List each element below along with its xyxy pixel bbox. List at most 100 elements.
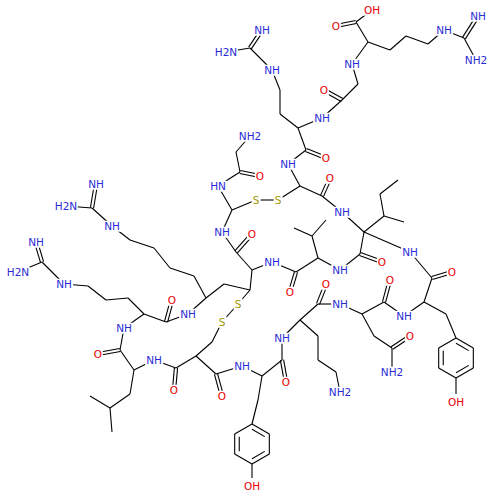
bond-line	[252, 454, 269, 464]
bond-line	[374, 336, 392, 348]
bond-line	[235, 454, 252, 464]
atom-label: O	[169, 385, 179, 396]
bond-line	[170, 268, 194, 276]
atom-label: OH	[243, 481, 261, 492]
atom-label: NH2	[380, 367, 404, 378]
bond-line	[110, 408, 112, 432]
atom-label: NH	[233, 361, 251, 372]
atom-label: NH2	[238, 131, 262, 142]
atom-label: NH	[331, 299, 349, 310]
bond-line	[298, 128, 306, 150]
atom-label: NH	[87, 179, 105, 190]
bond-line	[300, 186, 322, 196]
bond-line	[252, 424, 269, 434]
bond-line	[342, 84, 358, 100]
bond-line	[236, 252, 252, 270]
atom-label: O	[319, 85, 329, 96]
atom-label: NH	[313, 113, 331, 124]
atom-label: S	[218, 317, 227, 328]
atom-label: NH	[27, 237, 45, 248]
atom-label: S	[274, 195, 283, 206]
bond-line	[250, 270, 252, 290]
atom-label: O	[447, 267, 457, 278]
bond-line	[406, 36, 428, 44]
bond-line	[224, 284, 250, 290]
bond-line	[424, 278, 432, 302]
bond-line	[194, 276, 206, 298]
bond-line	[269, 434, 270, 454]
atom-label: NH	[115, 323, 133, 334]
atom-label: O	[281, 377, 291, 388]
bond-line	[279, 90, 280, 114]
bond-line	[120, 350, 134, 370]
atom-label: O	[321, 153, 331, 164]
bond-line	[473, 348, 474, 368]
bond-line	[456, 338, 473, 348]
bond-line	[196, 342, 212, 356]
bond-line	[439, 338, 456, 348]
bond-line	[106, 298, 128, 300]
bond-line	[384, 216, 404, 222]
bond-line	[364, 216, 384, 232]
bond-line	[300, 320, 318, 336]
atom-label: NH	[253, 25, 271, 36]
atom-label: H2N	[6, 267, 30, 278]
atom-label: O	[321, 279, 331, 290]
atom-label: NH	[469, 11, 487, 22]
bond-line	[144, 314, 166, 322]
bond-line	[300, 304, 318, 320]
atom-label: O	[167, 295, 177, 306]
atom-label: OH	[363, 5, 381, 16]
bond-line	[236, 152, 240, 172]
bond-line	[424, 302, 446, 314]
bond-line	[88, 286, 106, 300]
bond-line	[252, 400, 258, 424]
atom-label: NH	[395, 311, 413, 322]
atom-label: NH	[331, 265, 349, 276]
bond-line	[294, 228, 312, 236]
bond-line	[312, 220, 326, 236]
atom-label: NH	[263, 65, 281, 76]
bond-line	[154, 248, 170, 268]
bond-line	[438, 348, 439, 368]
bond-line	[368, 42, 390, 50]
atom-label: O	[405, 331, 415, 342]
bond-line	[196, 356, 216, 374]
atom-label: H2N	[214, 47, 238, 58]
bond-line	[110, 394, 130, 408]
atom-label: NH	[55, 279, 73, 290]
bond-line	[456, 343, 469, 350]
bond-line	[252, 451, 265, 458]
atom-label: O	[247, 229, 257, 240]
atom-label: NH	[279, 159, 297, 170]
bond-line	[280, 114, 298, 128]
bond-line	[380, 180, 398, 194]
bond-line	[356, 22, 368, 42]
bond-line	[235, 424, 252, 434]
bond-line	[362, 302, 384, 314]
atom-label: O	[285, 287, 295, 298]
bond-line	[130, 370, 134, 394]
bond-line	[456, 365, 469, 372]
bond-line	[439, 368, 456, 378]
bond-line	[251, 464, 252, 478]
atom-label: O	[255, 171, 265, 182]
atom-label: HN	[209, 181, 227, 192]
atom-label: H2N	[54, 201, 78, 212]
bond-line	[317, 336, 318, 360]
atom-label: NH2	[464, 55, 488, 66]
atom-label: NH	[401, 247, 419, 258]
bond-line	[318, 360, 336, 372]
atom-label: NH	[333, 207, 351, 218]
atom-label: NH	[435, 25, 453, 36]
atom-label: NH	[103, 221, 121, 232]
bond-line	[176, 356, 196, 368]
bond-line	[234, 434, 235, 454]
atom-label: O	[385, 275, 395, 286]
atom-label: S	[252, 195, 261, 206]
atom-label: O	[93, 349, 103, 360]
atom-label: NH	[145, 355, 163, 366]
bond-line	[239, 437, 240, 452]
